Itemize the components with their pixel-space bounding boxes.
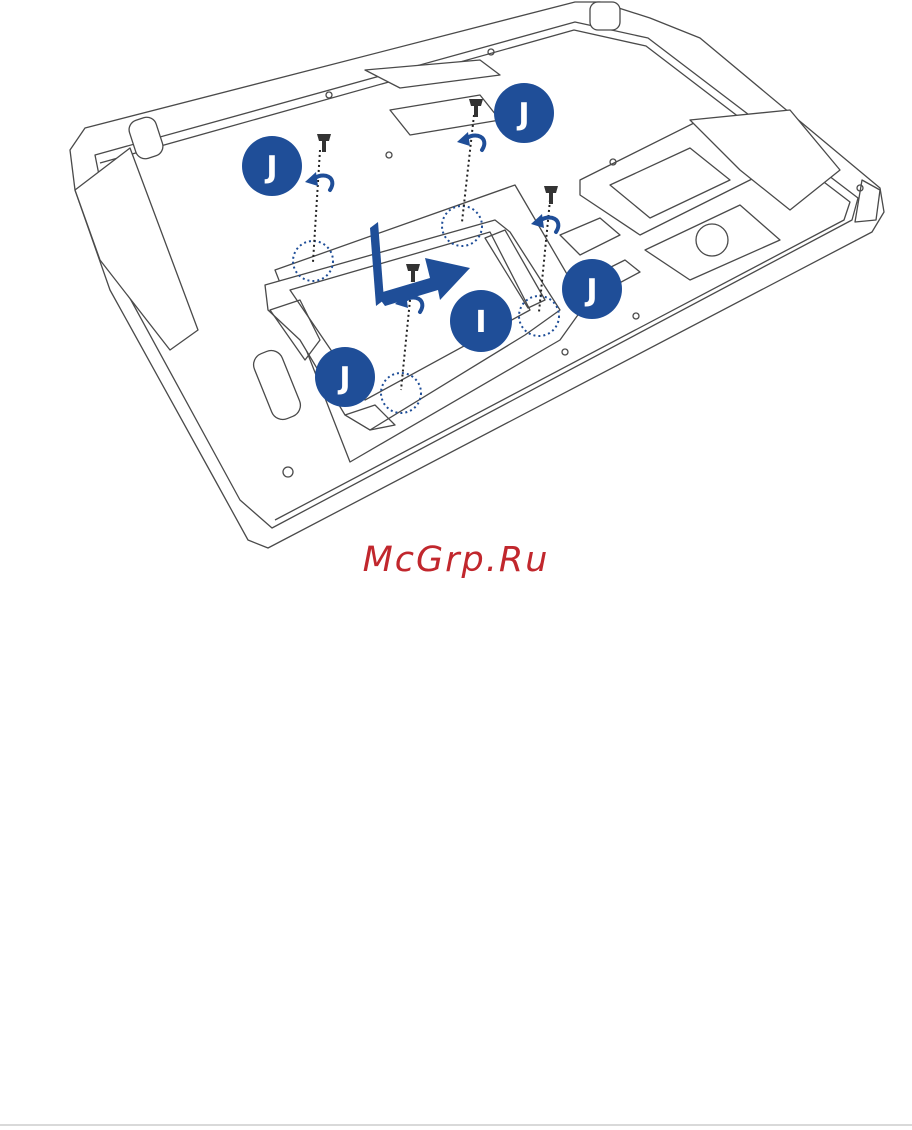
svg-text:J: J: [337, 361, 350, 396]
badge-screw-2: J: [494, 83, 554, 143]
badge-screw-1: J: [242, 136, 302, 196]
svg-text:J: J: [264, 150, 277, 185]
hdd-removal-illustration: I J J J J: [0, 0, 912, 560]
watermark: McGrp.Ru: [0, 540, 912, 580]
footer-divider: [0, 1124, 912, 1126]
svg-text:J: J: [516, 97, 529, 132]
badge-screw-3: J: [562, 259, 622, 319]
badge-remove: I: [450, 290, 512, 352]
badge-screw-4: J: [315, 347, 375, 407]
svg-text:J: J: [584, 273, 597, 308]
svg-text:I: I: [475, 305, 486, 340]
